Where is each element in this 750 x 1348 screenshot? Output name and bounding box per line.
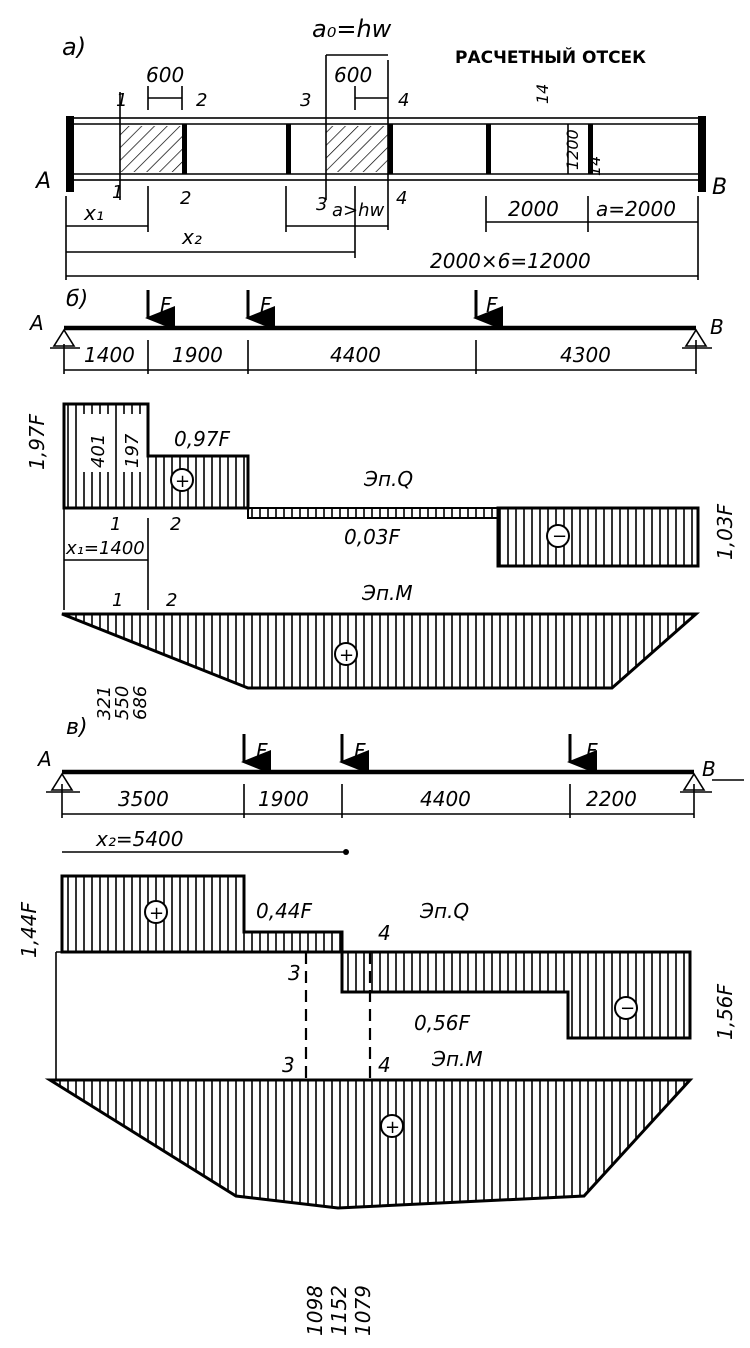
q-right-b: 1,03F xyxy=(713,503,737,560)
section-1-top: 1 xyxy=(116,90,127,111)
q-mid-c: 0,44F xyxy=(256,899,313,923)
q-diagram-b-negative xyxy=(496,506,700,568)
dim-1200: 1200 xyxy=(563,129,582,170)
span-c-3: 4400 xyxy=(420,787,471,811)
q-in-197: 197 xyxy=(122,433,143,468)
part-b-label: б) xyxy=(66,287,88,312)
part-c-loading: в) A B F F F 3500 1900 4400 2200 x₂=5400… xyxy=(17,715,744,1336)
part-a-girder: а) a₀=hw РАСЧЕТНЫЙ ОТСЕК 600 xyxy=(34,15,727,280)
x1-label: x₁ xyxy=(83,201,104,225)
m-title-b: Эп.M xyxy=(361,581,413,605)
x2-value-c: x₂=5400 xyxy=(95,827,184,851)
part-c-label: в) xyxy=(66,715,88,740)
plus-sign-m-c: + xyxy=(385,1117,400,1138)
support-a-hinge xyxy=(52,328,76,347)
q-right-c: 1,56F xyxy=(713,983,737,1040)
span-b-2: 1900 xyxy=(172,343,223,367)
dim-14-top: 14 xyxy=(533,84,552,104)
dim-2000: 2000 xyxy=(508,197,559,221)
span-c-4: 2200 xyxy=(586,787,637,811)
q-left-b: 1,97F xyxy=(25,413,49,470)
force-label-c2: F xyxy=(354,739,366,763)
dim-14-side: 14 xyxy=(585,156,604,176)
section-2-top: 2 xyxy=(196,90,207,111)
m-val-1152: 1152 xyxy=(327,1285,351,1336)
q-neg-c: 0,56F xyxy=(414,1011,471,1035)
q-mid-b: 0,97F xyxy=(174,427,231,451)
section-3-bottom: 3 xyxy=(316,194,327,215)
a-gt-hw-label: a>hw xyxy=(332,200,385,221)
q-left-c: 1,44F xyxy=(17,901,41,958)
end-stiffener-right xyxy=(698,116,706,192)
m-val-686: 686 xyxy=(130,686,151,720)
q-sec4-c: 4 xyxy=(378,921,391,945)
design-panel-title: РАСЧЕТНЫЙ ОТСЕК xyxy=(455,46,646,68)
m-sec4-c: 4 xyxy=(378,1053,391,1077)
span-b-3: 4400 xyxy=(330,343,381,367)
q-diagram-b-small xyxy=(247,507,499,519)
dim-total: 2000×6=12000 xyxy=(430,249,591,273)
support-a-label-c: A xyxy=(36,747,52,771)
minus-sign-q-c: − xyxy=(620,998,635,1019)
m-val-1098: 1098 xyxy=(303,1285,327,1336)
q-sec3-c: 3 xyxy=(288,961,301,985)
support-b-label-b: B xyxy=(710,315,724,339)
m-val-1079: 1079 xyxy=(351,1285,375,1336)
span-c-2: 1900 xyxy=(258,787,309,811)
section-3-top: 3 xyxy=(300,90,311,111)
m-val-550: 550 xyxy=(112,686,133,720)
force-label-3: F xyxy=(486,293,498,317)
section-4-bottom: 4 xyxy=(396,188,407,209)
stiffeners xyxy=(182,124,593,174)
support-b-label-c: B xyxy=(702,757,716,781)
q-title-c: Эп.Q xyxy=(419,899,469,923)
force-label-c1: F xyxy=(256,739,268,763)
q-sec1-b: 1 xyxy=(110,514,121,535)
m-diagram-b xyxy=(61,612,700,690)
m-title-c: Эп.M xyxy=(431,1047,483,1071)
plus-sign-q-c: + xyxy=(149,903,164,924)
section-2-bottom: 2 xyxy=(180,188,191,209)
force-label-c3: F xyxy=(586,739,598,763)
x1-value-b: x₁=1400 xyxy=(65,538,145,559)
span-b-4: 4300 xyxy=(560,343,611,367)
m-val-321: 321 xyxy=(94,686,115,720)
panel-1-2-hatch xyxy=(120,126,182,172)
section-4-top: 4 xyxy=(398,90,409,111)
force-label-2: F xyxy=(260,293,272,317)
q-in-401: 401 xyxy=(88,434,109,468)
m-sec2-b: 2 xyxy=(166,590,177,611)
section-1-bottom: 1 xyxy=(112,182,123,203)
part-a-label: а) xyxy=(62,33,86,61)
plus-sign-m-b: + xyxy=(339,645,354,666)
end-stiffener-left xyxy=(66,116,74,192)
q-title-b: Эп.Q xyxy=(363,467,413,491)
panel-3-4-hatch xyxy=(326,126,388,172)
span-c-1: 3500 xyxy=(118,787,169,811)
dim-600-right: 600 xyxy=(334,63,372,87)
m-sec3-c: 3 xyxy=(282,1053,295,1077)
x2-label: x₂ xyxy=(181,225,202,249)
minus-sign-q-b: − xyxy=(552,526,567,547)
span-b-1: 1400 xyxy=(84,343,135,367)
q-diagram-c-negative xyxy=(340,950,692,1040)
q-sec2-b: 2 xyxy=(170,514,181,535)
support-a-label: A xyxy=(34,169,51,194)
support-a-label-b: A xyxy=(28,311,44,335)
q-small-b: 0,03F xyxy=(344,525,401,549)
m-diagram-c xyxy=(44,1078,694,1210)
part-b-loading: б) A B F F F 1400 1900 4400 4300 401 1 xyxy=(25,287,737,720)
support-b-label: B xyxy=(712,175,727,200)
a0-label: a₀=hw xyxy=(312,15,392,43)
m-sec1-b: 1 xyxy=(112,590,123,611)
dim-600-left: 600 xyxy=(146,63,184,87)
dim-a-2000: a=2000 xyxy=(596,197,676,221)
force-label-1: F xyxy=(160,293,172,317)
plus-sign-q-b: + xyxy=(175,471,190,492)
